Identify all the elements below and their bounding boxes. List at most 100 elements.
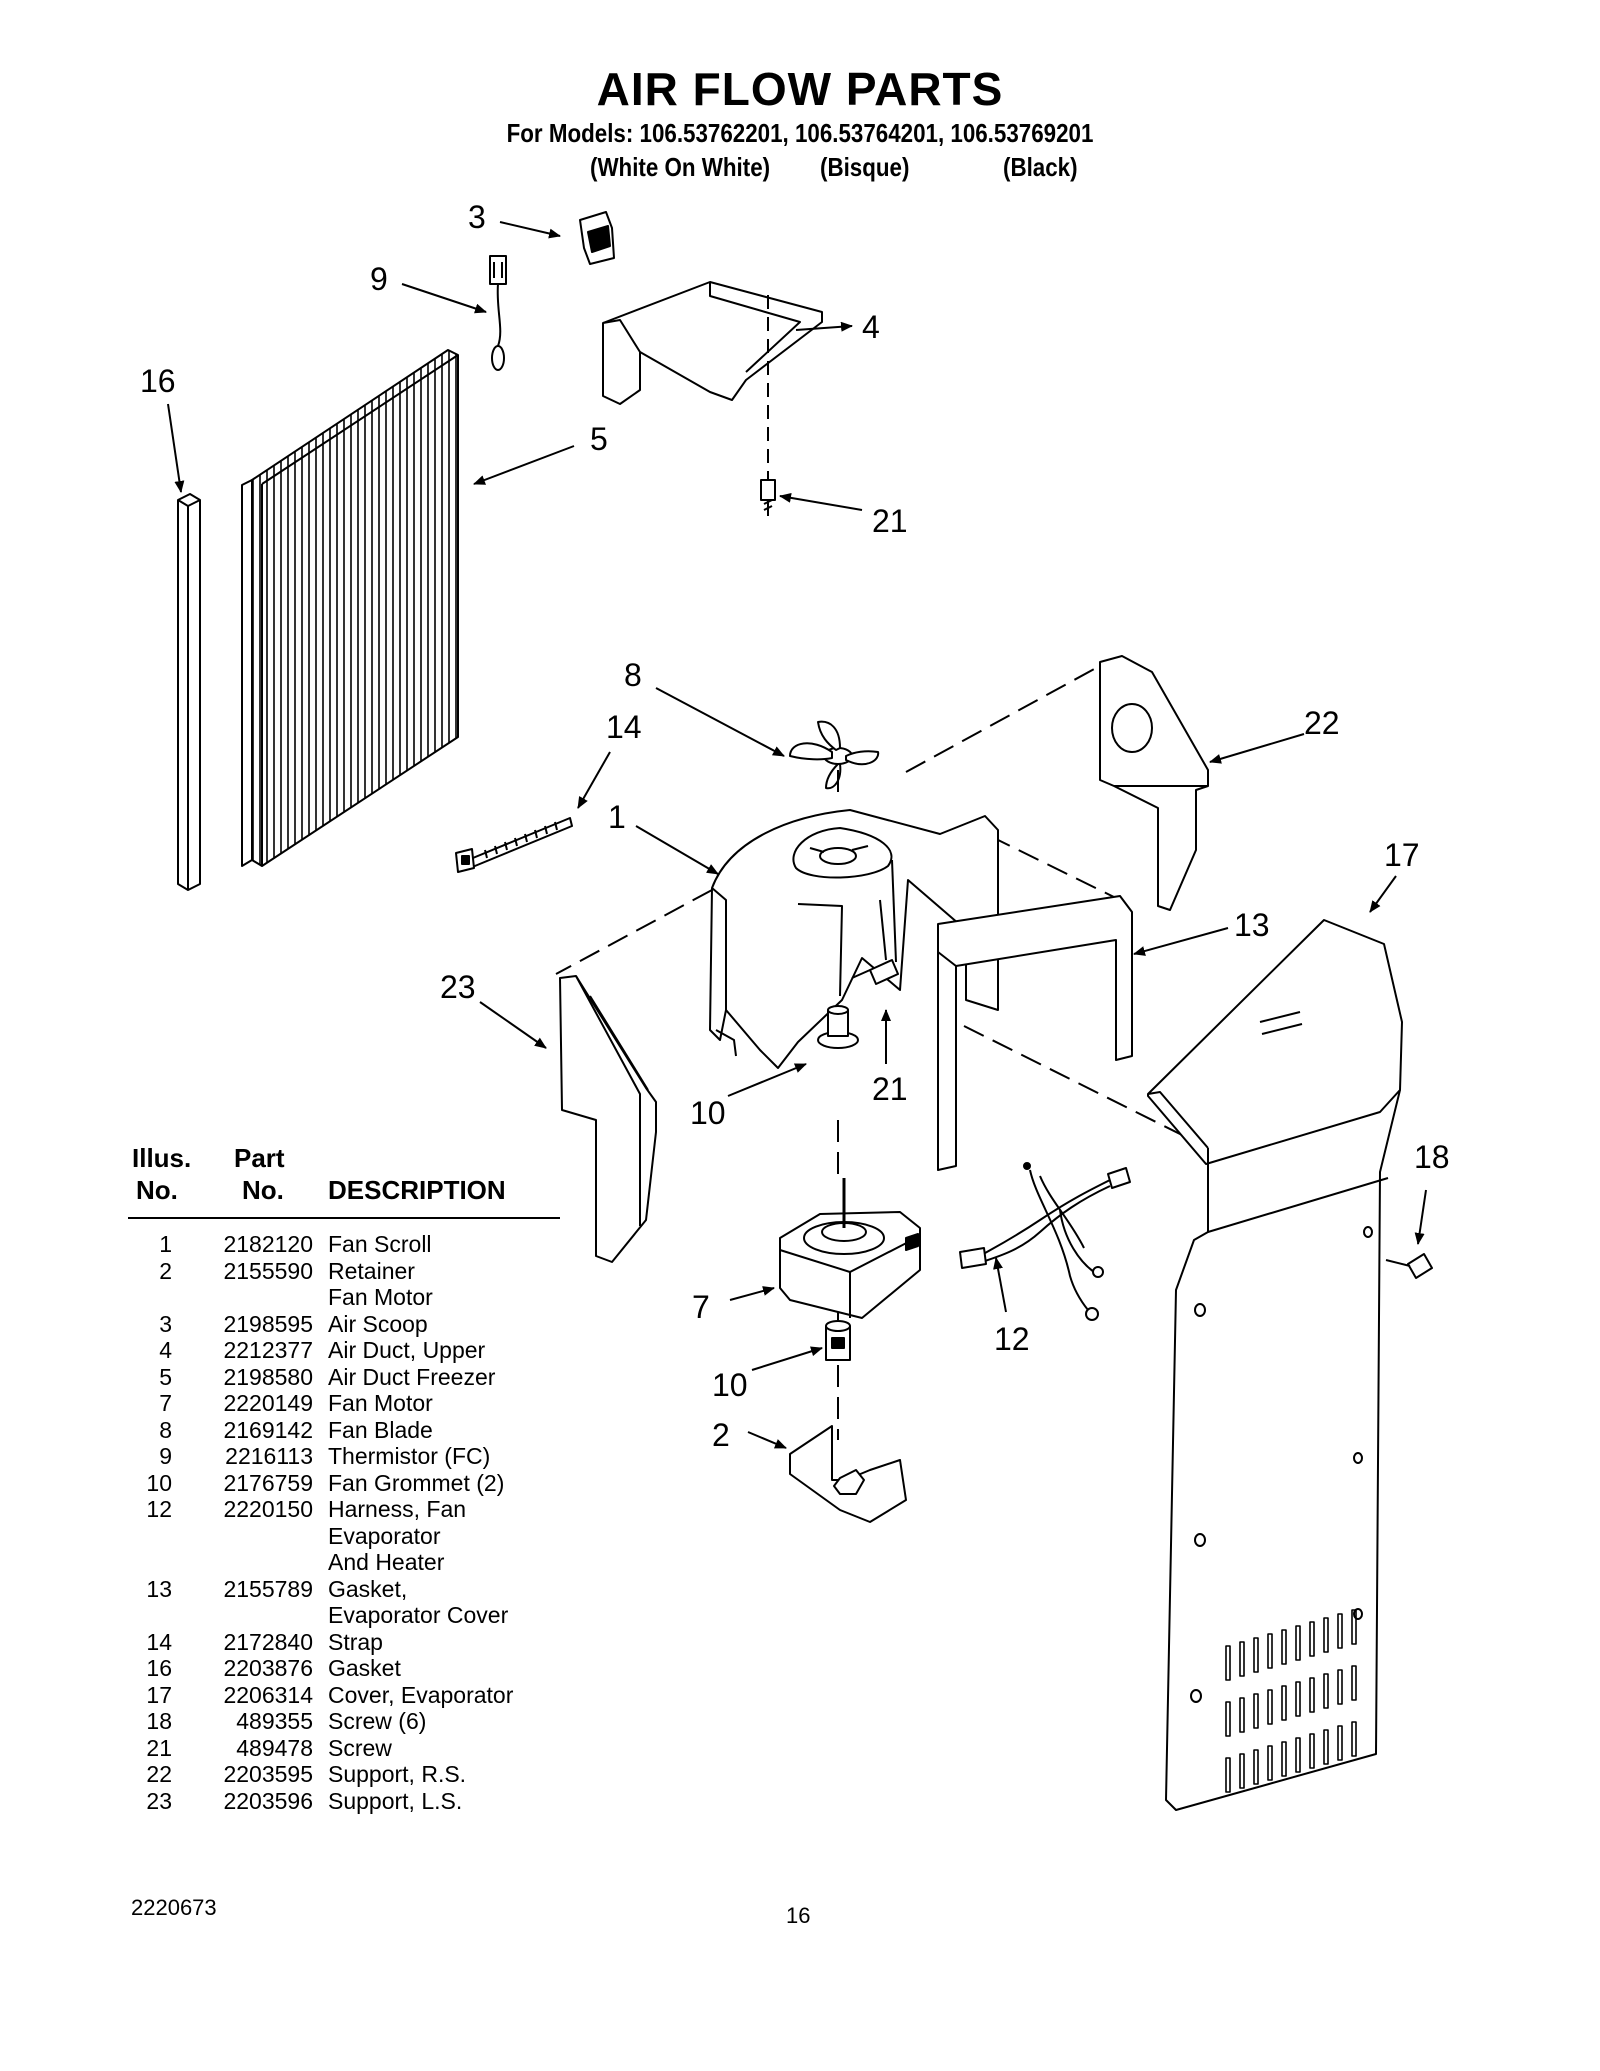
callout-14: 14 xyxy=(606,709,642,745)
legend-description: And Heater xyxy=(328,1549,445,1575)
retainer-fan-motor-part xyxy=(789,1425,907,1523)
legend-illus-no: 3 xyxy=(159,1310,172,1337)
callout-7: 7 xyxy=(692,1289,710,1325)
legend-illus-no: 13 xyxy=(146,1575,172,1602)
legend-row: 1 2182120 Fan Scroll xyxy=(128,1231,588,1258)
legend-description: Gasket xyxy=(328,1655,401,1681)
legend-header-rule xyxy=(128,1217,560,1219)
callout-9: 9 xyxy=(370,261,388,297)
callout-10b: 10 xyxy=(712,1367,748,1403)
callout-21a: 21 xyxy=(872,503,908,539)
leader-14 xyxy=(577,751,611,809)
legend-header-part: Part xyxy=(234,1143,285,1173)
legend-description: Fan Grommet (2) xyxy=(328,1469,505,1496)
legend-description: Fan Motor xyxy=(328,1390,433,1416)
cover-evaporator-part xyxy=(1147,919,1403,1811)
screw-part-upper xyxy=(851,959,899,985)
callout-3: 3 xyxy=(468,199,486,235)
leader-7 xyxy=(729,1286,775,1301)
legend-part-no: 2206314 xyxy=(223,1681,313,1708)
legend-description: Air Duct Freezer xyxy=(328,1363,496,1390)
legend-description: Air Scoop xyxy=(328,1310,428,1337)
leader-18 xyxy=(1414,1189,1427,1245)
legend-part-no: 2198580 xyxy=(223,1363,313,1390)
legend-part-no: 2182120 xyxy=(223,1231,313,1257)
callout-17: 17 xyxy=(1384,837,1420,873)
legend-illus-no: 21 xyxy=(146,1734,172,1761)
leader-17 xyxy=(1369,875,1397,913)
harness-part xyxy=(959,1162,1131,1321)
legend-description: Thermistor (FC) xyxy=(328,1443,491,1469)
legend-header-description: DESCRIPTION xyxy=(328,1175,506,1205)
callout-23: 23 xyxy=(440,969,476,1005)
air-duct-freezer-part xyxy=(241,349,459,867)
legend-illus-no: 10 xyxy=(146,1469,172,1496)
models-line: For Models: 106.53762201, 106.53764201, … xyxy=(506,118,1094,148)
callout-12: 12 xyxy=(994,1321,1030,1357)
legend-description: Fan Blade xyxy=(328,1416,433,1443)
fan-grommet-part-upper xyxy=(817,1005,859,1049)
callout-5: 5 xyxy=(590,421,608,457)
legend-illus-no: 12 xyxy=(146,1496,172,1522)
page-title: AIR FLOW PARTS xyxy=(596,63,1004,115)
legend-description: Cover, Evaporator xyxy=(328,1681,514,1708)
legend-description: Gasket, xyxy=(328,1575,408,1602)
legend-part-no: 2203595 xyxy=(223,1761,313,1787)
page-number: 16 xyxy=(786,1903,811,1928)
document-number: 2220673 xyxy=(131,1895,217,1920)
leader-1 xyxy=(635,825,719,875)
leader-3 xyxy=(499,221,561,239)
leader-16 xyxy=(167,403,185,493)
legend-illus-no: 4 xyxy=(159,1337,172,1363)
callout-10a: 10 xyxy=(690,1095,726,1131)
leader-4-line xyxy=(795,321,853,332)
fan-blade-part xyxy=(789,720,880,790)
legend-header-part-no: No. xyxy=(242,1175,284,1205)
legend-description: Retainer xyxy=(328,1257,415,1284)
legend-illus-no: 9 xyxy=(159,1443,172,1469)
support-ls-part xyxy=(559,975,657,1263)
legend-part-no: 2155789 xyxy=(223,1575,313,1602)
legend-header-illus: Illus. xyxy=(132,1143,192,1173)
legend-description: Fan Scroll xyxy=(328,1231,432,1257)
legend-illus-no: 22 xyxy=(146,1761,172,1787)
legend-description: Air Duct, Upper xyxy=(328,1337,486,1363)
legend-description: Screw xyxy=(328,1734,392,1761)
legend-part-no: 2212377 xyxy=(223,1337,313,1363)
leader-12 xyxy=(993,1257,1007,1313)
callout-8: 8 xyxy=(624,657,642,693)
air-duct-upper-part xyxy=(602,281,823,516)
leader-22 xyxy=(1209,733,1305,764)
legend-part-no: 2203596 xyxy=(223,1787,313,1814)
legend-illus-no: 18 xyxy=(146,1708,172,1734)
legend-illus-no: 16 xyxy=(146,1655,172,1681)
strap-part xyxy=(455,817,573,873)
leader-10b xyxy=(751,1346,823,1371)
air-scoop-part xyxy=(579,211,615,265)
leader-2 xyxy=(747,1431,787,1449)
leader-9 xyxy=(401,283,487,314)
gasket-strip-part xyxy=(177,493,201,891)
leader-10a xyxy=(727,1063,807,1097)
legend-illus-no: 7 xyxy=(159,1390,172,1416)
legend-description: Evaporator xyxy=(328,1522,441,1549)
fan-grommet-part-lower xyxy=(825,1320,851,1361)
legend-illus-no: 14 xyxy=(146,1628,172,1655)
legend-illus-no: 8 xyxy=(159,1416,172,1443)
callout-16: 16 xyxy=(140,363,176,399)
callout-4: 4 xyxy=(862,309,880,345)
legend-illus-no: 1 xyxy=(159,1231,172,1257)
legend-description: Strap xyxy=(328,1628,383,1655)
gasket-evaporator-cover-part xyxy=(937,895,1133,1171)
